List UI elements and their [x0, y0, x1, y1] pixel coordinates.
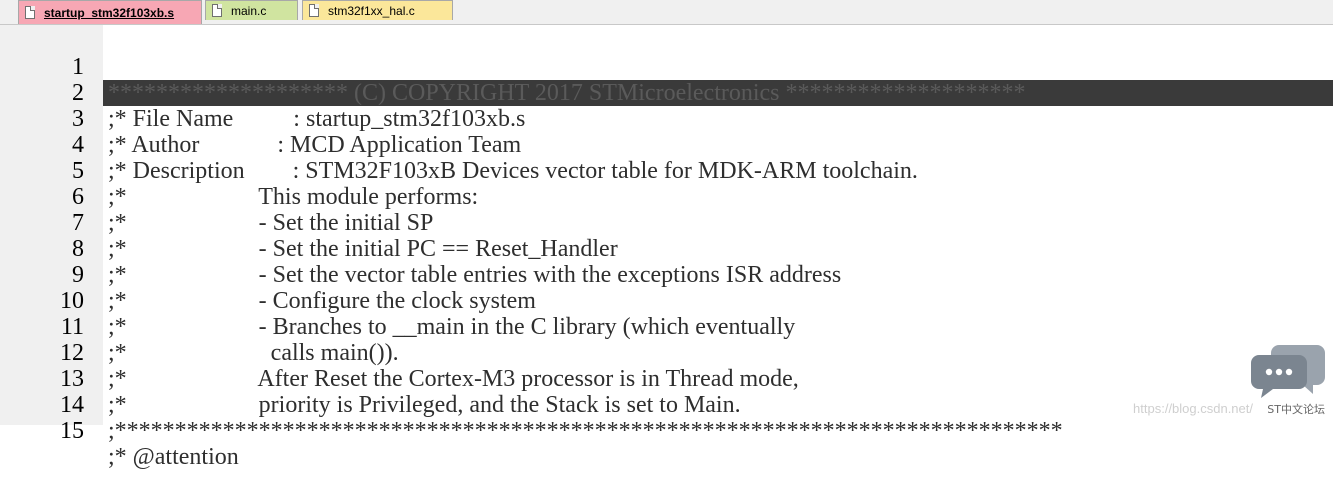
- code-text: ;* - Set the vector table entries with t…: [108, 262, 842, 288]
- tab-startup-file[interactable]: startup_stm32f103xb.s: [18, 0, 202, 24]
- line-number: 1: [72, 54, 84, 80]
- line-number: 14: [60, 392, 84, 418]
- tab-label: startup_stm32f103xb.s: [44, 5, 175, 20]
- line-number: 6: [72, 184, 84, 210]
- tab-main-c[interactable]: main.c: [205, 0, 298, 20]
- code-text: ;* File Name : startup_stm32f103xb.s: [108, 106, 526, 132]
- watermark-overlay: https://blog.csdn.net/ ST中文论坛: [1103, 340, 1333, 425]
- document-icon: [212, 4, 222, 17]
- code-line[interactable]: 4 ;* Description : STM32F103xB Devices v…: [0, 106, 1333, 184]
- tab-label: main.c: [231, 3, 267, 18]
- code-text: ;* After Reset the Cortex-M3 processor i…: [108, 366, 799, 392]
- code-line[interactable]: 1 ******************** (C) COPYRIGHT 201…: [0, 28, 1333, 106]
- code-line[interactable]: 10 ;* - Branches to __main in the C libr…: [0, 262, 1333, 340]
- tab-bar: startup_stm32f103xb.s main.c stm32f1xx_h…: [0, 0, 1333, 25]
- line-number: 3: [72, 106, 84, 132]
- code-text: ;***************************************…: [108, 418, 1063, 444]
- code-text: ;* @attention: [108, 444, 239, 470]
- code-text: ;* - Set the initial PC == Reset_Handler: [108, 236, 618, 262]
- line-number-gutter: [0, 25, 103, 425]
- code-line[interactable]: 12 ;* After Reset the Cortex-M3 processo…: [0, 314, 1333, 392]
- code-editor[interactable]: 1 ******************** (C) COPYRIGHT 201…: [0, 25, 1333, 470]
- code-text: ;* This module performs:: [108, 184, 479, 210]
- line-number: 2: [72, 80, 84, 106]
- line-number: 4: [72, 132, 84, 158]
- code-text: ;* calls main()).: [108, 340, 399, 366]
- line-number: 13: [60, 366, 84, 392]
- watermark-url: https://blog.csdn.net/: [1133, 401, 1253, 416]
- tab-hal-c[interactable]: stm32f1xx_hal.c: [302, 0, 453, 20]
- chat-bubble-icon: [1251, 345, 1325, 398]
- line-number: 5: [72, 158, 84, 184]
- code-text: ;* Description : STM32F103xB Devices vec…: [108, 158, 918, 184]
- forum-label: ST中文论坛: [1267, 403, 1325, 416]
- code-line[interactable]: 7 ;* - Set the initial PC == Reset_Handl…: [0, 184, 1333, 262]
- code-line[interactable]: 11 ;* calls main()).: [0, 288, 1333, 366]
- document-icon: [309, 4, 319, 17]
- line-number: 12: [60, 340, 84, 366]
- code-line[interactable]: 2 ;* File Name : startup_stm32f103xb.s: [0, 54, 1333, 132]
- code-text: ;* - Branches to __main in the C library…: [108, 314, 796, 340]
- line-number: 9: [72, 262, 84, 288]
- line-number: 15: [60, 418, 84, 444]
- code-text: ******************** (C) COPYRIGHT 2017 …: [103, 80, 1333, 106]
- line-number: 8: [72, 236, 84, 262]
- code-line[interactable]: 3 ;* Author : MCD Application Team: [0, 80, 1333, 158]
- code-line[interactable]: 13 ;* priority is Privileged, and the St…: [0, 340, 1333, 418]
- line-number: 11: [60, 314, 84, 340]
- code-line[interactable]: 6 ;* - Set the initial SP: [0, 158, 1333, 236]
- code-line[interactable]: 5 ;* This module performs:: [0, 132, 1333, 210]
- line-number: 7: [72, 210, 84, 236]
- code-text: ;* priority is Privileged, and the Stack…: [108, 392, 741, 418]
- code-text: ;* - Configure the clock system: [108, 288, 536, 314]
- code-text: ;* - Set the initial SP: [108, 210, 434, 236]
- code-line[interactable]: 9 ;* - Configure the clock system: [0, 236, 1333, 314]
- tab-label: stm32f1xx_hal.c: [328, 3, 415, 18]
- document-icon: [25, 6, 35, 19]
- line-number: 10: [60, 288, 84, 314]
- code-line[interactable]: 8 ;* - Set the vector table entries with…: [0, 210, 1333, 288]
- code-text: ;* Author : MCD Application Team: [108, 132, 522, 158]
